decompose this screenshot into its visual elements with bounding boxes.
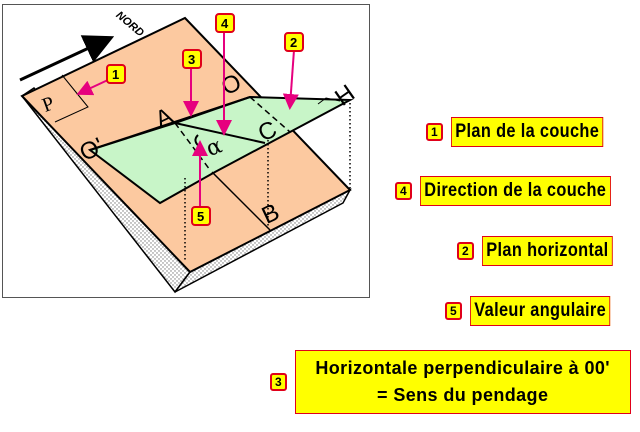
legend-label-plan-horizontal: Plan horizontal [481,236,613,266]
legend-badge-2: 2 [457,242,474,260]
callout-arrow-1 [76,78,111,96]
callout-badge-3: 3 [182,49,202,69]
legend-badge-3: 3 [270,373,287,391]
callout-arrow-2 [282,49,299,110]
dip-line-B [211,171,271,231]
legend-badge-5: 5 [445,302,462,320]
callout-badge-5: 5 [191,206,211,226]
legend-line-2: = Sens du pendage [377,385,549,405]
svg-text:3: 3 [188,52,195,67]
legend-label-horizontale-perpendiculaire: Horizontale perpendiculaire à 00' = Sens… [294,350,631,414]
legend-label-plan-couche: Plan de la couche [450,117,604,147]
legend-item-valeur-angulaire: 5 Valeur angulaire [445,296,633,326]
svg-text:4: 4 [221,16,229,31]
legend-item-horizontale-perpendiculaire: 3 Horizontale perpendiculaire à 00' = Se… [270,350,631,414]
svg-text:5: 5 [197,209,204,224]
legend-label-valeur-angulaire: Valeur angulaire [469,296,611,326]
callout-badge-2: 2 [284,32,304,52]
plane-p-box [54,74,89,123]
right-angle-mark [317,97,341,105]
svg-text:2: 2 [290,35,297,50]
legend-line-1: Horizontale perpendiculaire à 00' [315,358,610,378]
legend-badge-1: 1 [426,123,443,141]
legend-item-plan-horizontal: 2 Plan horizontal [457,236,634,266]
callout-badge-1: 1 [106,64,126,84]
svg-text:1: 1 [112,67,119,82]
north-arrow [19,35,115,82]
callout-badge-4: 4 [215,13,235,33]
dashed-O-C [249,96,291,133]
legend-label-direction-couche: Direction de la couche [419,176,611,206]
legend-item-direction-couche: 4 Direction de la couche [395,176,640,206]
legend-item-plan-couche: 1 Plan de la couche [426,117,628,147]
legend-badge-4: 4 [395,182,412,200]
